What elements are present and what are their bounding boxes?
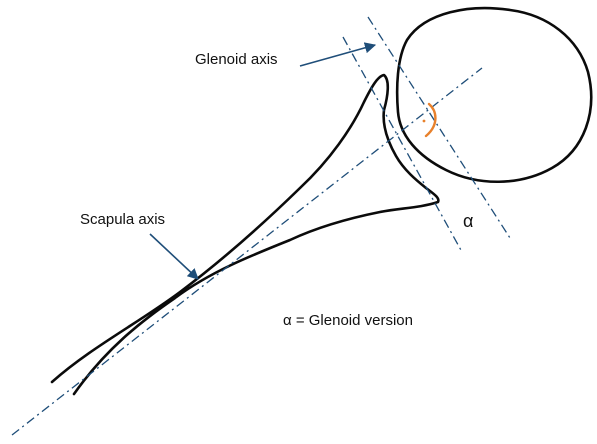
glenoid-version-label: α = Glenoid version <box>283 312 413 329</box>
glenoid-axis-line-left <box>342 36 463 253</box>
alpha-label: α <box>463 211 474 231</box>
alpha-angle-arc <box>424 102 437 138</box>
scapula-outline <box>50 73 440 396</box>
scapula-axis-label: Scapula axis <box>80 211 166 228</box>
glenoid-axis-arrow <box>299 42 377 67</box>
alpha-angle-dot <box>422 119 426 123</box>
glenoid-axis-label: Glenoid axis <box>195 51 278 68</box>
glenoid-axis-line-right <box>367 16 511 239</box>
scapula-axis-line <box>11 67 483 436</box>
scapula-axis-arrow <box>149 233 199 280</box>
humeral-head <box>395 6 593 184</box>
